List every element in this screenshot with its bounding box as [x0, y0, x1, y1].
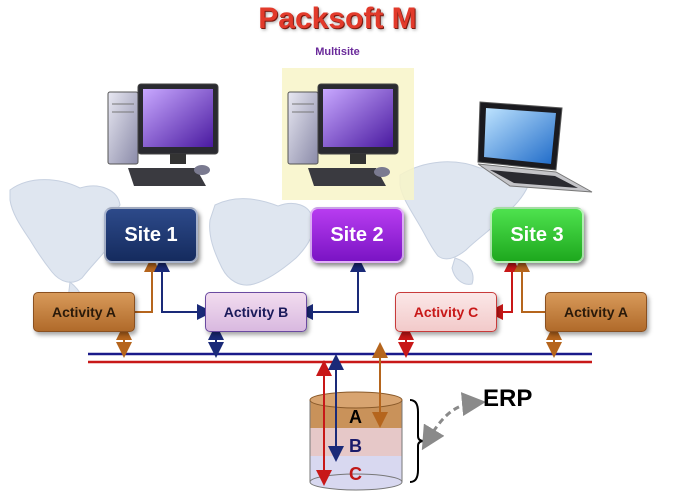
- site-1-box: Site 1: [104, 207, 198, 263]
- erp-link-arrow-icon: [421, 392, 486, 451]
- activity-a-box-right: Activity A: [545, 292, 647, 332]
- network-bus: [88, 352, 592, 364]
- laptop-icon: [477, 101, 593, 193]
- page-subtitle: Multisite: [315, 46, 360, 58]
- page-title: Packsoft M: [258, 2, 417, 35]
- database-layer-c-label: C: [349, 464, 362, 484]
- site-2-box: Site 2: [310, 207, 404, 263]
- erp-label: ERP: [483, 385, 533, 412]
- desktop-computer-icon: [287, 83, 399, 186]
- database-layer-a-label: A: [349, 407, 362, 427]
- desktop-computer-icon: [107, 83, 219, 186]
- database-layer-b-label: B: [349, 436, 362, 456]
- site-3-box: Site 3: [490, 207, 584, 263]
- world-map-icon: [9, 161, 529, 320]
- activity-a-box-left: Activity A: [33, 292, 135, 332]
- activity-b-box: Activity B: [205, 292, 307, 332]
- activity-c-box: Activity C: [395, 292, 497, 332]
